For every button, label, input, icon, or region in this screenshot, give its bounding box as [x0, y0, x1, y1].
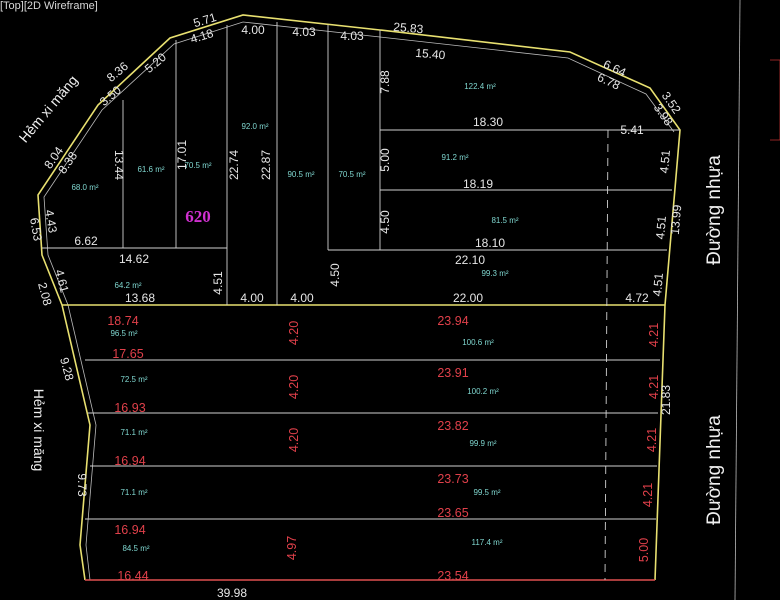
- viewport-label[interactable]: [Top][2D Wireframe]: [0, 0, 98, 12]
- frontage-dimension-label: 4.20: [287, 375, 301, 399]
- dimension-label: 4.18: [189, 26, 216, 46]
- dimension-label: 4.50: [328, 263, 342, 287]
- dimension-label: 15.40: [415, 46, 446, 63]
- lot-area-label: 117.4 m²: [472, 538, 503, 547]
- lot-area-label: 64.2 m²: [114, 281, 141, 290]
- frontage-dimension-label: 23.91: [437, 366, 468, 380]
- property-boundary: [37, 14, 681, 581]
- lot-area-label: 99.9 m²: [469, 439, 496, 448]
- street-name-right: Đường nhựa: [704, 415, 725, 525]
- frontage-dimension-label: 4.21: [641, 483, 655, 507]
- inner-offset-line: [43, 21, 675, 581]
- frontage-dimension-label: 16.93: [114, 401, 145, 415]
- dimension-label: 21.83: [659, 385, 673, 415]
- frontage-dimension-label: 4.97: [285, 536, 299, 560]
- dimension-label: 13.68: [125, 291, 155, 305]
- frontage-dimension-label: 18.74: [107, 314, 138, 328]
- dimension-label: 4.51: [653, 215, 669, 240]
- dimension-label: 22.87: [259, 150, 273, 180]
- frontage-dimension-label: 23.94: [437, 314, 468, 328]
- dimension-label: 5.00: [378, 148, 392, 172]
- frontage-dimension-label: 23.54: [437, 569, 468, 583]
- dimension-label: 18.30: [473, 115, 503, 129]
- frontage-dimension-label: 23.65: [437, 506, 468, 520]
- street-name-left: Hẻm xi măng: [16, 72, 81, 145]
- frontage-dimension-label: 16.94: [114, 454, 145, 468]
- dimension-label: 5.41: [620, 123, 644, 137]
- lot-area-label: 99.5 m²: [473, 488, 500, 497]
- lot-area-label: 91.2 m²: [441, 153, 468, 162]
- lot-area-label: 70.5 m²: [184, 161, 211, 170]
- street-name-right: Đường nhựa: [704, 155, 725, 265]
- dimension-label: 4.61: [52, 268, 72, 294]
- lot-area-label: 96.5 m²: [110, 329, 137, 338]
- dimension-label: 4.00: [290, 291, 314, 305]
- dimension-label: 6.62: [74, 234, 98, 248]
- dimension-label: 39.98: [217, 586, 247, 600]
- dimension-label: 4.50: [378, 210, 392, 234]
- lot-area-label: 72.5 m²: [120, 375, 147, 384]
- frontage-dimension-label: 4.21: [645, 428, 659, 452]
- road-marker: [770, 59, 780, 141]
- dimension-label: 13.99: [668, 204, 685, 235]
- dimension-label: 14.62: [119, 252, 149, 266]
- lot-area-label: 100.6 m²: [462, 338, 494, 347]
- dimension-label: 4.51: [211, 271, 225, 295]
- dimension-label: 4.03: [340, 29, 364, 43]
- road-edge-line: [734, 0, 741, 600]
- dimension-label: 8.36: [104, 59, 131, 85]
- lot-area-label: 99.3 m²: [481, 269, 508, 278]
- lot-area-label: 90.5 m²: [287, 170, 314, 179]
- dimension-label: 6.53: [27, 217, 45, 243]
- dimension-label: 3.50: [97, 83, 124, 109]
- frontage-dimension-label: 17.65: [112, 347, 143, 361]
- setback-line: [604, 129, 609, 581]
- dimension-label: 25.83: [393, 20, 424, 37]
- dimension-label: 2.08: [35, 281, 55, 307]
- dimension-label: 4.43: [42, 209, 60, 235]
- frontage-dimension-label: 4.20: [287, 428, 301, 452]
- dimension-label: 4.51: [650, 272, 666, 297]
- dimension-label: 22.10: [455, 253, 485, 267]
- dimension-label: 4.00: [241, 23, 265, 37]
- lot-area-label: 61.6 m²: [137, 165, 164, 174]
- dimension-label: 18.19: [463, 177, 493, 191]
- lot-area-label: 81.5 m²: [491, 216, 518, 225]
- frontage-dimension-label: 23.73: [437, 472, 468, 486]
- frontage-dimension-label: 23.82: [437, 419, 468, 433]
- street-name-left: Hẻm xi măng: [31, 389, 47, 471]
- lot-area-label: 122.4 m²: [464, 82, 496, 91]
- dimension-label: 22.00: [453, 291, 483, 305]
- dimension-label: 13.44: [112, 150, 126, 180]
- lot-area-label: 71.1 m²: [120, 488, 147, 497]
- dimension-label: 5.71: [192, 10, 219, 30]
- dimension-label: 7.88: [378, 70, 392, 94]
- dimension-label: 17.01: [175, 140, 189, 170]
- frontage-dimension-label: 4.21: [647, 323, 661, 347]
- dimension-label: 4.00: [240, 291, 264, 305]
- frontage-dimension-label: 16.94: [114, 523, 145, 537]
- lot-area-label: 70.5 m²: [338, 170, 365, 179]
- dimension-label: 4.51: [657, 149, 673, 174]
- dimension-label: 9.28: [57, 356, 77, 382]
- dimension-label: 18.10: [475, 236, 505, 250]
- dimension-label: 5.20: [142, 50, 169, 76]
- lot-area-label: 100.2 m²: [467, 387, 499, 396]
- frontage-dimension-label: 5.00: [637, 538, 651, 562]
- frontage-dimension-label: 4.20: [287, 321, 301, 345]
- frontage-dimension-label: 16.44: [117, 569, 148, 583]
- lot-area-label: 84.5 m²: [122, 544, 149, 553]
- dimension-label: 4.03: [292, 25, 316, 39]
- frontage-dimension-label: 4.21: [647, 375, 661, 399]
- lot-area-label: 68.0 m²: [71, 183, 98, 192]
- dimension-label: 9.73: [75, 473, 89, 497]
- lot-area-label: 92.0 m²: [241, 122, 268, 131]
- dimension-label: 4.72: [625, 291, 649, 305]
- lot-number: 620: [185, 207, 211, 226]
- lot-area-label: 71.1 m²: [120, 428, 147, 437]
- dimension-label: 22.74: [227, 150, 241, 180]
